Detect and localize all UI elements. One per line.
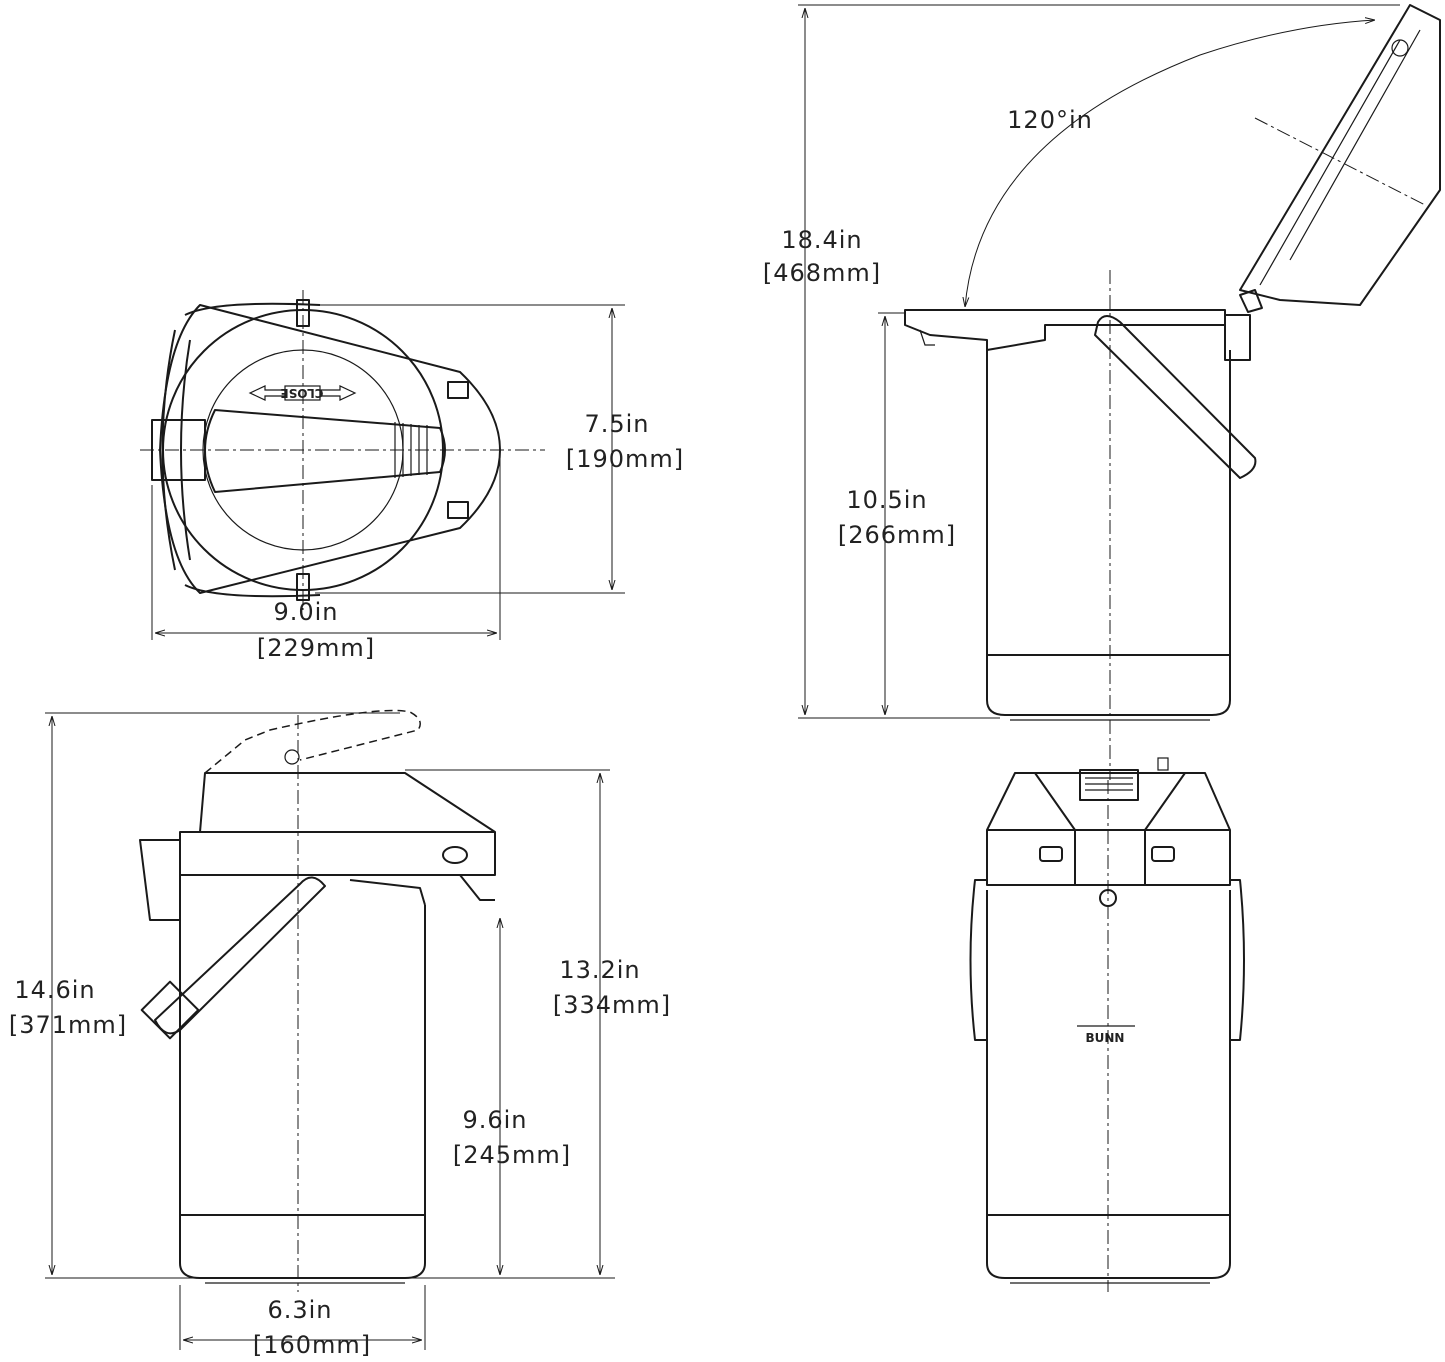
width-mm-label: [229mm] — [257, 634, 375, 662]
open-lid-view: 120°in — [904, 4, 1441, 780]
close-label: CLOSE — [280, 386, 323, 400]
open-lid-dimensions: 18.4in [468mm] 10.5in [266mm] — [763, 4, 1400, 719]
top-view-dimensions: 7.5in [190mm] 9.0in [229mm] — [151, 304, 684, 662]
max-height-in-label: 18.4in — [781, 226, 862, 254]
total-height-in-label: 14.6in — [14, 976, 95, 1004]
depth-mm-label: [190mm] — [566, 445, 684, 473]
total-height-mm-label: [371mm] — [9, 1011, 127, 1039]
width-in-label: 9.0in — [273, 598, 338, 626]
open-body-height-in-label: 10.5in — [846, 486, 927, 514]
body-height-in-label: 13.2in — [559, 956, 640, 984]
bunn-logo: BUNN — [1086, 1031, 1125, 1045]
top-view: CLOSE — [140, 290, 545, 610]
spout-height-in-label: 9.6in — [462, 1106, 527, 1134]
front-view: BUNN — [969, 757, 1245, 1292]
side-view — [139, 709, 496, 1292]
max-height-mm-label: [468mm] — [763, 259, 881, 287]
spout-height-mm-label: [245mm] — [453, 1141, 571, 1169]
body-height-mm-label: [334mm] — [553, 991, 671, 1019]
side-view-dimensions: 14.6in [371mm] 13.2in [334mm] 9.6in [245… — [9, 712, 671, 1359]
depth-in-label: 7.5in — [584, 410, 649, 438]
open-body-height-mm-label: [266mm] — [838, 521, 956, 549]
base-width-mm-label: [160mm] — [253, 1331, 371, 1359]
lid-angle-label: 120°in — [1007, 106, 1093, 134]
base-width-in-label: 6.3in — [267, 1296, 332, 1324]
